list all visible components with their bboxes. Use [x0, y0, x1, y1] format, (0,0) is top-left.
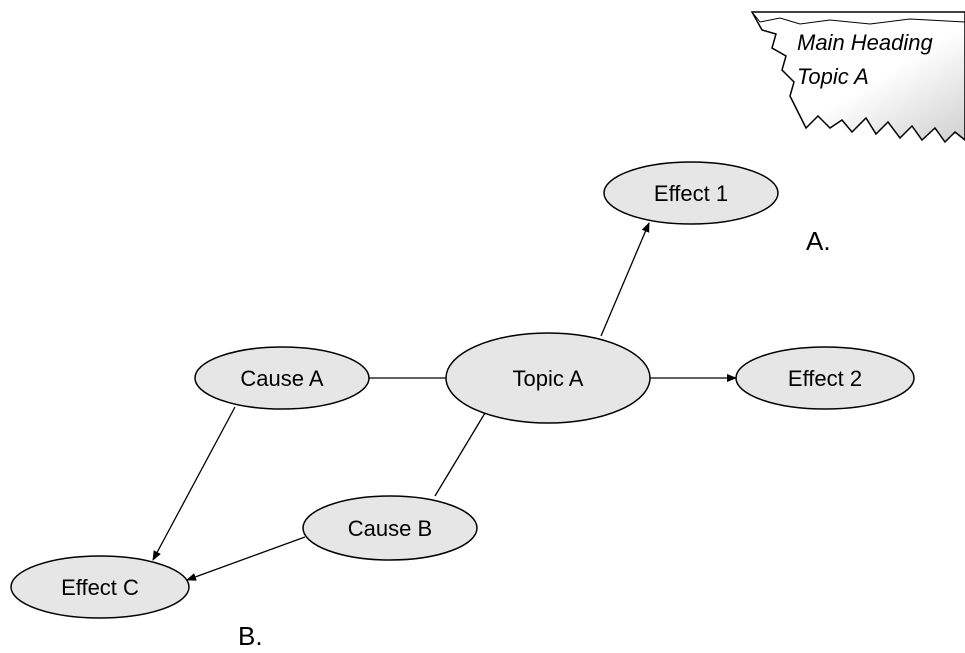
node-topic-a-label: Topic A: [513, 366, 584, 391]
connectors: [152, 222, 737, 581]
node-cause-a-shape: [194, 346, 370, 410]
node-effect-2-shape: [735, 346, 915, 410]
banner-fold-line: [751, 11, 965, 25]
torn-paper-shape: [750, 11, 965, 144]
node-cause-b: Cause B: [302, 495, 478, 561]
node-effect-1: Effect 1: [603, 161, 779, 225]
node-effect-c: Effect C: [10, 555, 190, 619]
banner-topic-line: Topic A: [797, 64, 869, 89]
node-effect-1-label: Effect 1: [654, 181, 728, 206]
node-cause-a-label: Cause A: [240, 366, 323, 391]
section-label-a: A.: [806, 226, 831, 256]
node-cause-b-shape: [302, 495, 478, 561]
section-label-b: B.: [238, 621, 263, 651]
node-cause-a: Cause A: [194, 346, 370, 410]
banner-heading-line: Main Heading: [797, 30, 934, 55]
node-effect-2-label: Effect 2: [788, 366, 862, 391]
node-effect-2: Effect 2: [735, 346, 915, 410]
node-effect-1-shape: [603, 161, 779, 225]
node-topic-a-shape: [445, 332, 651, 424]
edge-cause-a-to-effect-c: [152, 406, 236, 561]
node-effect-c-label: Effect C: [61, 575, 139, 600]
edge-cause-b-to-effect-c: [186, 536, 306, 581]
node-effect-c-shape: [10, 555, 190, 619]
edge-cause-b-to-topic: [434, 412, 486, 497]
heading-banner: Main Heading Topic A: [750, 11, 965, 144]
edge-topic-to-effect1: [600, 222, 650, 337]
node-topic-a: Topic A: [445, 332, 651, 424]
node-cause-b-label: Cause B: [348, 516, 432, 541]
